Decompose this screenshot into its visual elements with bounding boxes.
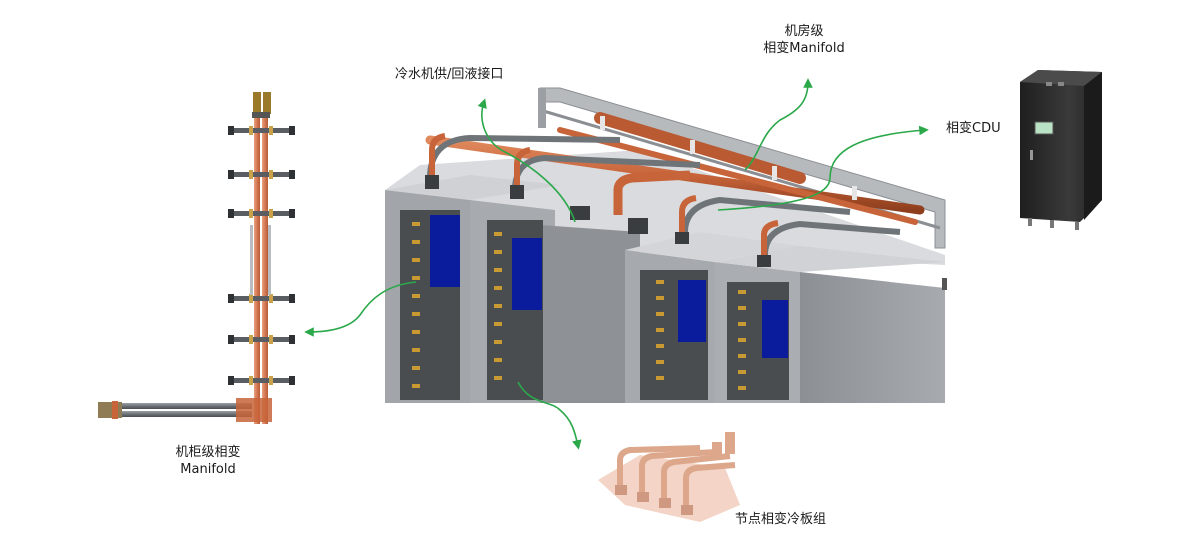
cdu-cabinet-icon xyxy=(1020,70,1102,230)
cabinet-manifold-label-line1: 机柜级相变 xyxy=(175,445,241,460)
arrow-icon xyxy=(477,98,576,223)
cdu-label: 相变CDU xyxy=(946,121,1001,136)
node-cold-plate-label: 节点相变冷板组 xyxy=(735,512,827,527)
arrow-icon xyxy=(717,125,929,211)
cabinet-row-drawing xyxy=(385,87,947,403)
cabinet-manifold-drawing xyxy=(98,92,295,424)
room-manifold-label-line2: 相变Manifold xyxy=(763,41,845,56)
room-manifold-label-line1: 机房级 xyxy=(784,24,824,39)
chiller-port-label: 冷水机供/回液接口 xyxy=(395,67,504,82)
arrow-icon xyxy=(517,381,582,450)
arrow-icon xyxy=(744,78,813,171)
room-manifold-label: 机房级 相变Manifold xyxy=(752,23,856,57)
arrow-icon xyxy=(304,281,417,337)
cold-plate-icon xyxy=(598,432,740,522)
cabinet-manifold-label: 机柜级相变 Manifold xyxy=(158,444,258,478)
cabinet-manifold-label-line2: Manifold xyxy=(180,462,236,477)
